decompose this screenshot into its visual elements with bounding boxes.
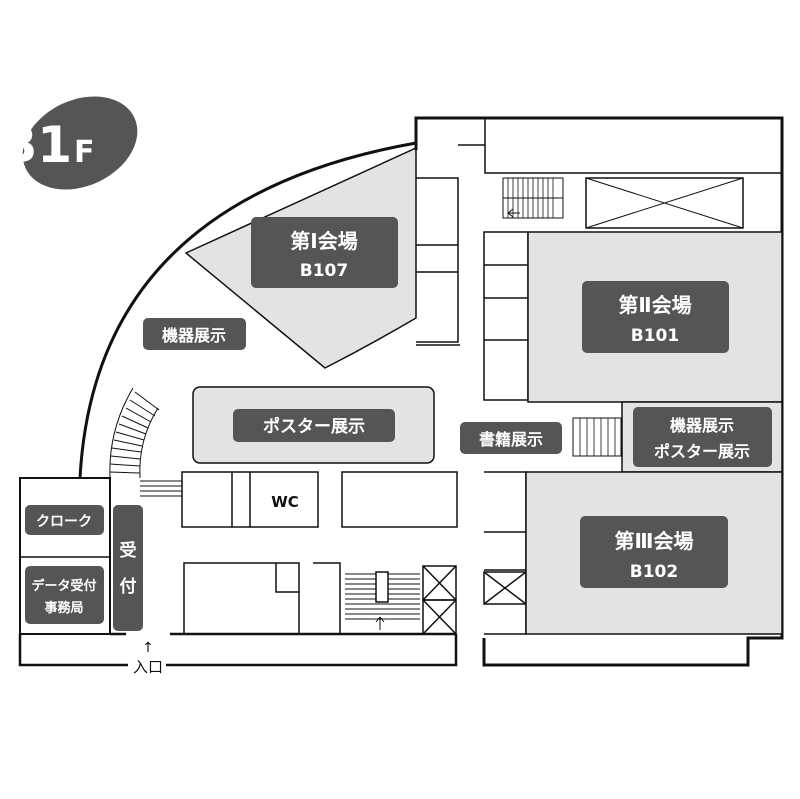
equipment-exhibit-badge: 機器展示 — [143, 318, 246, 350]
equip-poster-line1: 機器展示 — [670, 416, 734, 435]
floor-badge-level: B1 — [0, 116, 72, 174]
stairs-lower — [345, 571, 420, 630]
wc-label: WC — [271, 493, 299, 511]
steps-left — [140, 480, 182, 497]
equip-poster-line2: ポスター展示 — [654, 442, 750, 461]
hall1-name: 第Ⅰ会場 — [290, 229, 357, 253]
wc-block — [181, 471, 458, 528]
reception-line2: 付 — [120, 576, 137, 597]
hall2-name: 第Ⅱ会場 — [618, 293, 691, 317]
hall3-badge: 第Ⅲ会場 B102 — [580, 516, 728, 588]
cloak-badge: クローク — [25, 505, 104, 535]
entrance-arrow: ↑ — [142, 640, 154, 656]
hall2-badge: 第Ⅱ会場 B101 — [582, 281, 729, 353]
stairs-mid — [572, 417, 622, 457]
data-reception-line2: 事務局 — [44, 600, 83, 616]
stairs-top — [502, 177, 564, 219]
outer-wall-right — [414, 116, 784, 667]
service-column-mid — [483, 231, 529, 401]
void-box-lower — [422, 565, 457, 635]
void-box-top — [585, 177, 744, 229]
data-reception-badge: データ受付 事務局 — [25, 566, 104, 624]
curved-stairs — [109, 387, 160, 479]
hall1-badge: 第Ⅰ会場 B107 — [251, 217, 398, 288]
book-exhibit-badge: 書籍展示 — [460, 422, 562, 454]
hall2-code: B101 — [631, 326, 679, 346]
data-reception-line1: データ受付 — [31, 578, 96, 594]
cloak-label: クローク — [36, 514, 92, 530]
poster-exhibit-badge: ポスター展示 — [233, 409, 395, 442]
equip-poster-badge: 機器展示 ポスター展示 — [633, 407, 772, 467]
poster-exhibit-label: ポスター展示 — [263, 416, 365, 437]
entrance-label: 入口 — [133, 658, 163, 676]
hall3-code: B102 — [630, 562, 678, 582]
reception-line1: 受 — [120, 540, 137, 561]
service-column-left — [416, 144, 485, 343]
outer-curved-wall — [78, 141, 417, 479]
book-exhibit-label: 書籍展示 — [479, 430, 543, 449]
hall3-name: 第Ⅲ会場 — [615, 529, 694, 553]
lower-rooms — [183, 562, 341, 635]
outer-wall-bottom — [18, 632, 458, 667]
service-column-lower — [483, 471, 527, 635]
equipment-exhibit-label: 機器展示 — [162, 326, 226, 345]
reception-badge: 受 付 — [113, 505, 143, 631]
hall1-code: B107 — [300, 261, 348, 281]
floor-badge-suffix: F — [74, 135, 95, 170]
floor-badge: B1 F — [0, 96, 138, 190]
